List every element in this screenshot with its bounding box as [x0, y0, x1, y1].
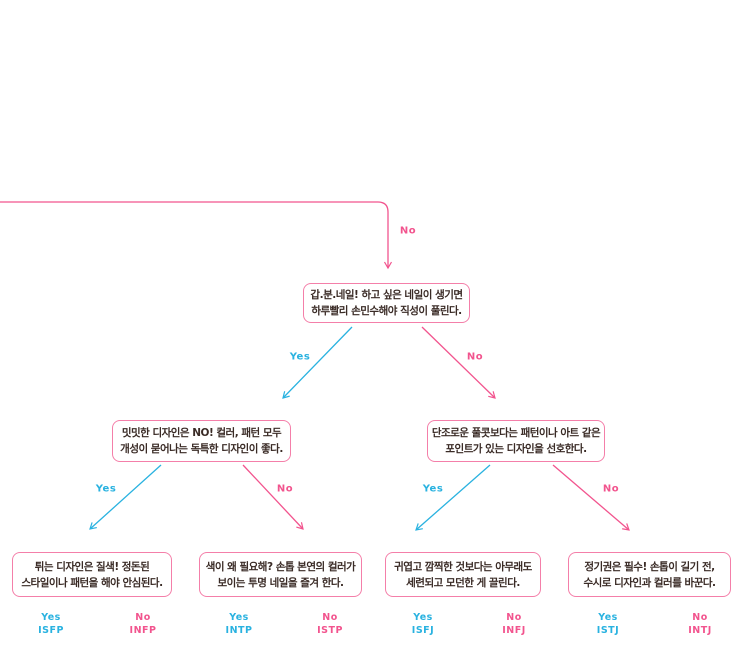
leaf-box-2: 색이 왜 필요해? 손톱 본연의 컬러가 보이는 투명 네일을 즐겨 한다. [199, 552, 362, 597]
result-type: INFP [129, 625, 157, 636]
result-intp: Yes INTP [226, 611, 253, 637]
result-answer: Yes [41, 612, 61, 623]
result-type: ISTJ [596, 625, 620, 636]
q2-left-no-label: No [276, 483, 294, 495]
result-infj: No INFJ [502, 611, 526, 637]
result-intj: No INTJ [688, 611, 712, 637]
q1-yes-arrow [282, 326, 353, 399]
leaf-text-line: 보이는 투명 네일을 즐겨 한다. [217, 576, 344, 589]
result-answer: No [692, 612, 708, 623]
result-answer: Yes [413, 612, 433, 623]
question-text-line: 밋밋한 디자인은 NO! 컬러, 패턴 모두 [121, 427, 282, 439]
entry-connector-line [0, 201, 393, 270]
leaf-box-3: 귀엽고 깜찍한 것보다는 아무래도 세련되고 모던한 게 끌린다. [385, 552, 541, 597]
result-answer: No [322, 612, 338, 623]
result-istp: No ISTP [317, 611, 343, 637]
question-text-line: 단조로운 풀콧보다는 패턴이나 아트 같은 [431, 427, 601, 439]
result-type: ISFJ [411, 625, 435, 636]
q2-right-yes-label: Yes [422, 483, 444, 495]
result-type: INTP [225, 625, 253, 636]
question-text-line: 갑.분.네일! 하고 싶은 네일이 생기면 [310, 289, 463, 301]
leaf-box-4: 정기권은 필수! 손톱이 길기 전, 수시로 디자인과 컬러를 바꾼다. [568, 552, 731, 597]
q2-right-no-arrow [552, 464, 630, 531]
result-type: ISFP [38, 625, 64, 636]
result-type: INFJ [502, 625, 526, 636]
leaf-text-line: 정기권은 필수! 손톱이 길기 전, [584, 560, 715, 573]
leaf-text-line: 수시로 디자인과 컬러를 바꾼다. [583, 576, 716, 589]
result-type: ISTP [317, 625, 343, 636]
leaf-text-line: 스타일이나 패턴을 해야 안심된다. [21, 576, 163, 589]
q2-right-no-label: No [602, 483, 620, 495]
leaf-text-line: 색이 왜 필요해? 손톱 본연의 컬러가 [205, 560, 356, 573]
question-box-q2-right: 단조로운 풀콧보다는 패턴이나 아트 같은 포인트가 있는 디자인을 선호한다. [427, 420, 605, 462]
question-box-q1: 갑.분.네일! 하고 싶은 네일이 생기면 하루빨리 손민수해야 직성이 풀린다… [303, 283, 470, 323]
result-type: INTJ [688, 625, 712, 636]
entry-no-label: No [399, 225, 417, 237]
q2-right-yes-arrow [415, 464, 491, 531]
leaf-text-line: 튀는 디자인은 질색! 정돈된 [34, 560, 150, 573]
question-text-line: 포인트가 있는 디자인을 선호한다. [445, 443, 587, 455]
q2-left-no-arrow [242, 464, 304, 530]
result-istj: Yes ISTJ [597, 611, 619, 637]
leaf-box-1: 튀는 디자인은 질색! 정돈된 스타일이나 패턴을 해야 안심된다. [12, 552, 172, 597]
q2-left-yes-arrow [89, 464, 162, 530]
q1-no-arrow [421, 326, 496, 399]
result-answer: Yes [229, 612, 249, 623]
q1-no-label: No [466, 351, 484, 363]
leaf-text-line: 세련되고 모던한 게 끌린다. [406, 576, 520, 589]
result-answer: No [135, 612, 151, 623]
question-box-q2-left: 밋밋한 디자인은 NO! 컬러, 패턴 모두 개성이 묻어나는 독특한 디자인이… [112, 420, 291, 462]
result-infp: No INFP [130, 611, 157, 637]
question-text-line: 개성이 묻어나는 독특한 디자인이 좋다. [120, 443, 283, 455]
q1-yes-label: Yes [289, 351, 311, 363]
leaf-text-line: 귀엽고 깜찍한 것보다는 아무래도 [394, 560, 532, 573]
result-isfp: Yes ISFP [38, 611, 64, 637]
result-answer: Yes [598, 612, 618, 623]
question-text-line: 하루빨리 손민수해야 직성이 풀린다. [311, 305, 462, 317]
result-isfj: Yes ISFJ [412, 611, 434, 637]
result-answer: No [506, 612, 522, 623]
q2-left-yes-label: Yes [95, 483, 117, 495]
